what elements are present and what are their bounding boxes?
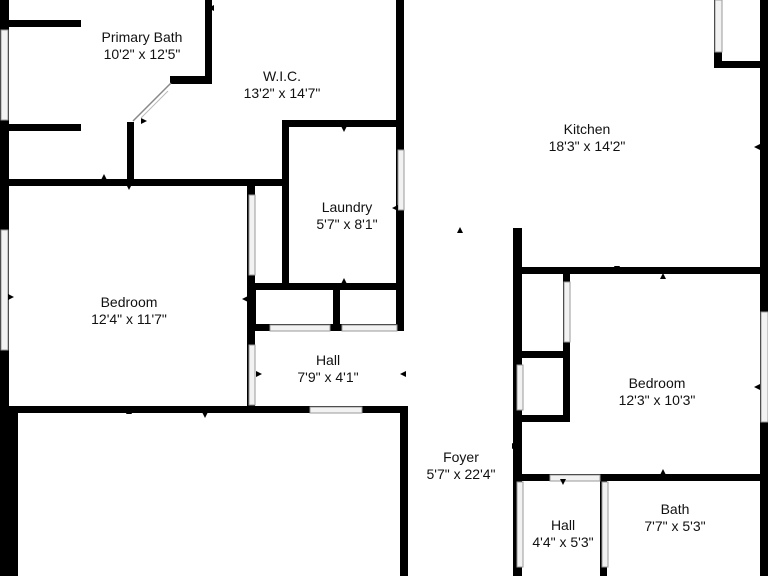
dimension-tick xyxy=(400,371,406,377)
dimension-tick xyxy=(242,296,248,302)
window xyxy=(601,481,609,568)
dimension-tick xyxy=(341,278,347,284)
room-dims: 12'3" x 10'3" xyxy=(618,392,696,408)
wall xyxy=(563,274,570,422)
wall xyxy=(282,120,289,283)
dimension-tick xyxy=(754,144,760,150)
wall xyxy=(247,185,255,413)
room-label-primary-bath: Primary Bath 10'2" x 12'5" xyxy=(102,29,183,63)
dimension-tick xyxy=(101,174,107,180)
dimension-tick xyxy=(512,443,518,449)
dimension-tick xyxy=(126,408,132,414)
dimension-tick xyxy=(560,479,566,485)
room-name: Bedroom xyxy=(100,294,158,310)
dimension-tick xyxy=(126,184,132,190)
wall xyxy=(9,124,81,131)
room-name: Primary Bath xyxy=(101,29,183,45)
primary-bath-door-arc xyxy=(132,82,172,122)
dimension-tick xyxy=(660,273,666,279)
primary-bath-door-arc-inner xyxy=(140,90,169,119)
wall xyxy=(517,351,570,358)
dimension-tick xyxy=(754,384,760,390)
room-dims: 5'7" x 22'4" xyxy=(426,466,496,482)
window xyxy=(309,406,363,414)
room-name: Kitchen xyxy=(563,121,611,137)
wall xyxy=(714,61,768,68)
room-dims: 10'2" x 12'5" xyxy=(103,46,181,62)
window xyxy=(341,324,398,332)
room-dims: 4'4" x 5'3" xyxy=(532,534,594,550)
dimension-tick xyxy=(457,227,463,233)
room-name: Laundry xyxy=(321,199,373,215)
wall xyxy=(170,76,212,84)
dimension-tick xyxy=(402,443,408,449)
wall xyxy=(400,413,408,576)
dimension-tick xyxy=(7,124,13,130)
wall xyxy=(9,406,408,413)
room-dims: 7'9" x 4'1" xyxy=(297,369,359,385)
window xyxy=(269,324,331,332)
dimension-tick xyxy=(614,266,620,272)
room-name: Hall xyxy=(550,517,576,533)
room-name: Hall xyxy=(315,352,341,368)
dimension-tick xyxy=(208,5,214,11)
window xyxy=(0,29,9,121)
room-label-hall-south: Hall 4'4" x 5'3" xyxy=(532,517,593,551)
wall xyxy=(517,474,768,481)
room-name: Bath xyxy=(660,501,690,517)
window xyxy=(516,364,524,411)
wall xyxy=(517,267,767,274)
room-label-hall-center: Hall 7'9" x 4'1" xyxy=(297,352,358,386)
window xyxy=(516,481,524,568)
dimension-tick xyxy=(392,205,398,211)
room-label-bedroom-west: Bedroom 12'4" x 11'7" xyxy=(91,294,167,328)
window xyxy=(248,194,256,276)
room-dims: 12'4" x 11'7" xyxy=(91,311,167,327)
room-dims: 18'3" x 14'2" xyxy=(548,138,626,154)
room-dims: 7'7" x 5'3" xyxy=(644,518,706,534)
window xyxy=(563,281,571,343)
room-dims: 5'7" x 8'1" xyxy=(316,216,378,232)
wall xyxy=(249,283,404,290)
room-label-bedroom-east: Bedroom 12'3" x 10'3" xyxy=(619,375,696,409)
dimension-tick xyxy=(660,469,666,475)
window xyxy=(549,474,601,482)
room-dims: 13'2" x 14'7" xyxy=(243,85,321,101)
dimension-tick xyxy=(341,126,347,132)
wall xyxy=(517,415,570,422)
wall xyxy=(9,20,81,27)
room-label-foyer: Foyer 5'7" x 22'4" xyxy=(427,449,496,483)
window xyxy=(760,311,768,423)
wall xyxy=(760,0,768,576)
wall xyxy=(9,179,284,186)
wall xyxy=(127,122,134,185)
room-name: Foyer xyxy=(443,449,479,465)
dimension-tick xyxy=(8,294,14,300)
window xyxy=(0,229,9,351)
room-name: W.I.C. xyxy=(262,68,302,84)
wall xyxy=(205,0,212,84)
dimension-tick xyxy=(202,412,208,418)
room-label-wic: W.I.C. 13'2" x 14'7" xyxy=(244,68,321,102)
dimension-ticks xyxy=(7,5,760,485)
room-label-laundry: Laundry 5'7" x 8'1" xyxy=(316,199,377,233)
room-label-kitchen: Kitchen 18'3" x 14'2" xyxy=(549,121,626,155)
room-name: Bedroom xyxy=(628,375,686,391)
window xyxy=(714,0,723,53)
window xyxy=(397,149,405,211)
wall xyxy=(9,413,18,576)
dimension-tick xyxy=(141,118,147,124)
room-label-bath: Bath 7'7" x 5'3" xyxy=(644,501,705,535)
wall xyxy=(333,283,340,331)
window xyxy=(248,344,256,406)
wall xyxy=(282,120,402,127)
dimension-tick xyxy=(256,371,262,377)
